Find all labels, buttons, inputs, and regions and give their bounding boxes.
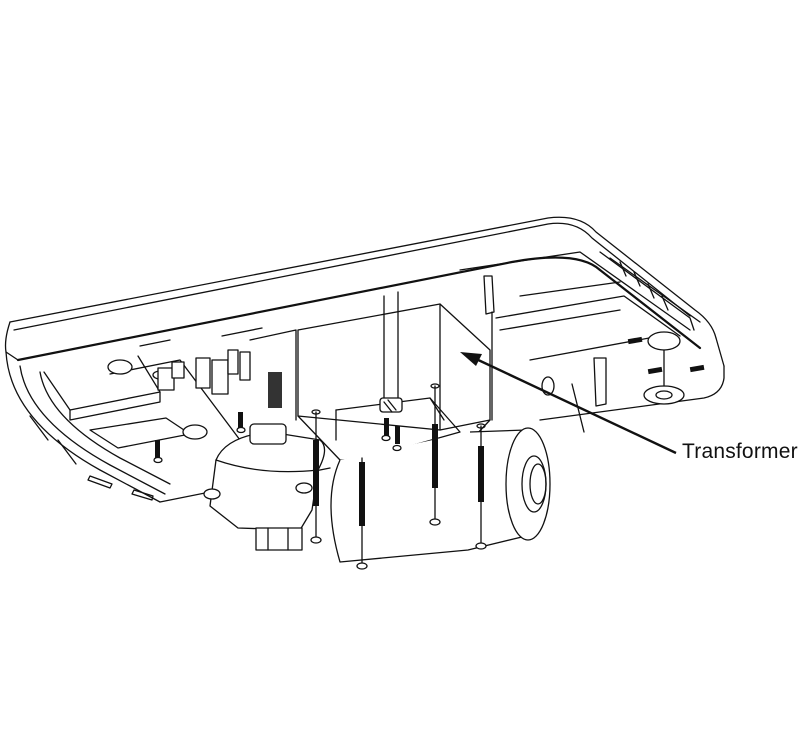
- transformer-callout-arrow: [460, 352, 677, 455]
- long-screw: [310, 409, 322, 544]
- housing-chassis: [4, 216, 725, 503]
- short-screws: [153, 412, 402, 464]
- long-screw: [475, 423, 487, 550]
- long-screw: [356, 457, 368, 570]
- gear-motor: [203, 423, 326, 551]
- long-screw: [429, 383, 441, 526]
- transformer-block: [297, 291, 491, 461]
- long-screws: [310, 311, 493, 570]
- motor-cylinder: [330, 427, 551, 563]
- transformer-label: Transformer: [682, 440, 798, 463]
